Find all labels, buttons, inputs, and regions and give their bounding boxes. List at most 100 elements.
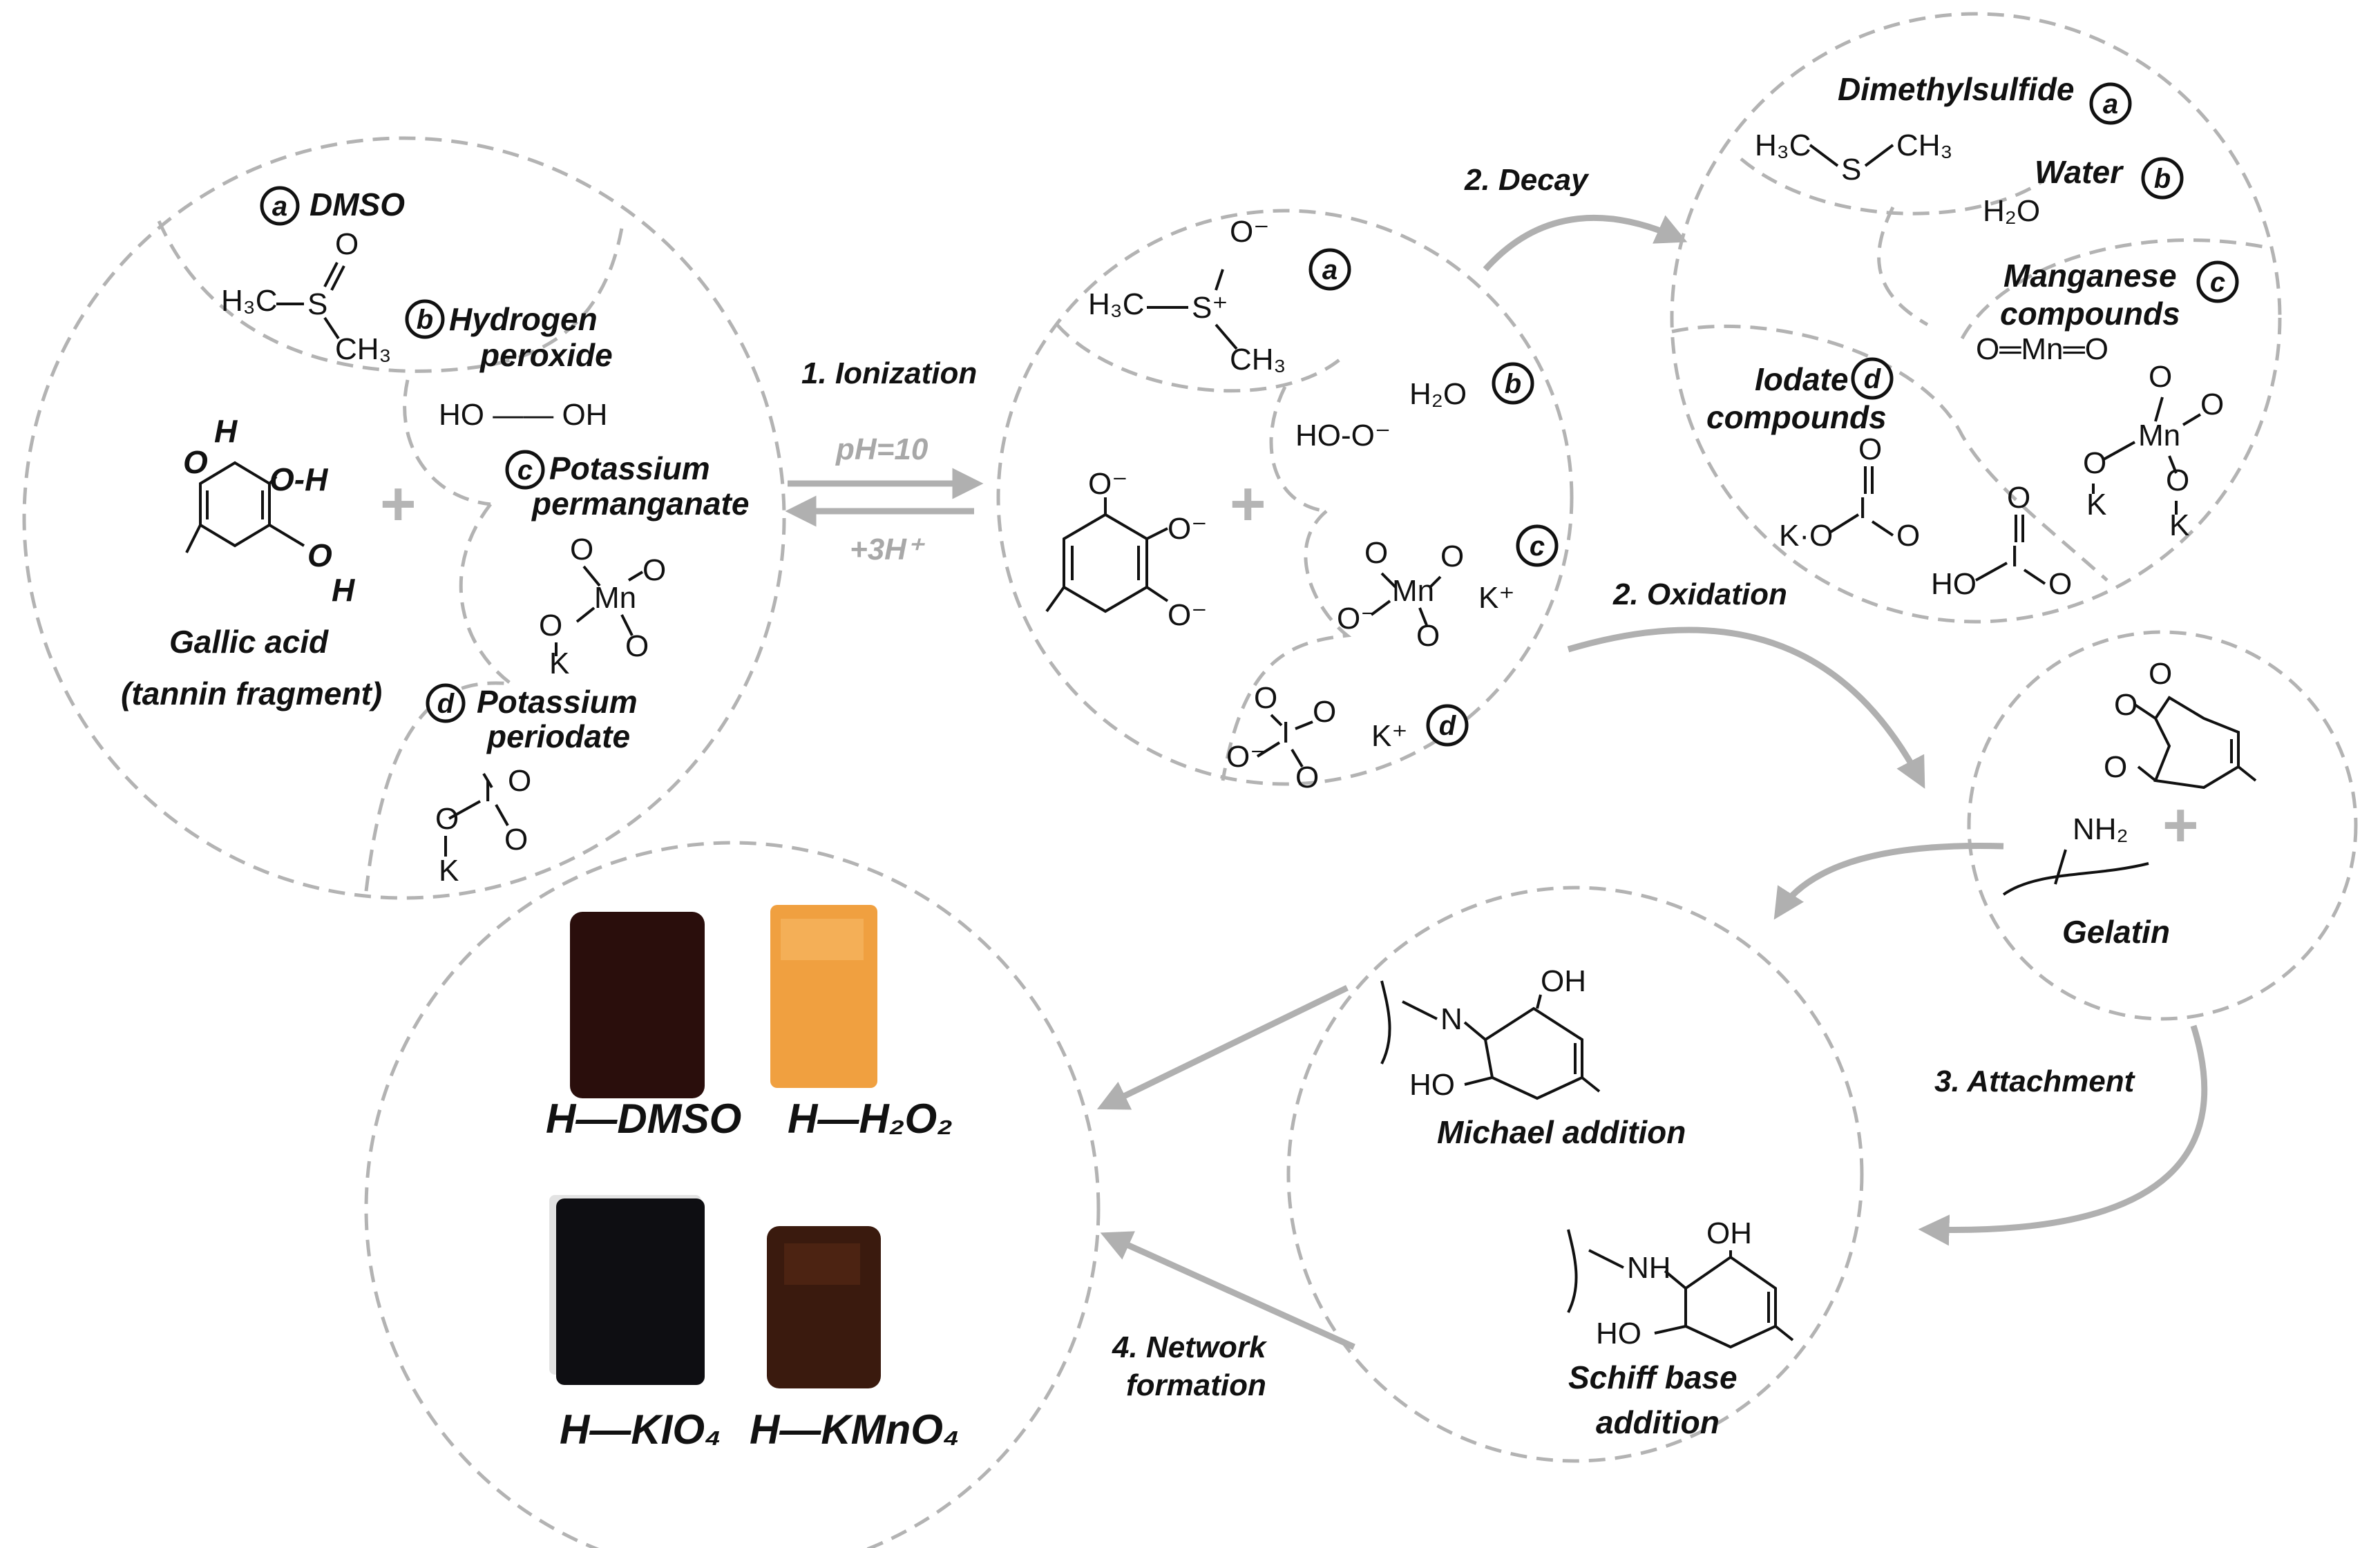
decay-h2o: H₂O <box>1983 194 2040 228</box>
ion-o-minus: O⁻ <box>1230 215 1269 249</box>
gelatin-outline <box>1967 630 2358 1021</box>
gallic-oh-mid: O-H <box>269 461 328 497</box>
dmso-h3c: H₃C <box>221 284 277 318</box>
hio3-o2: O <box>2048 567 2072 601</box>
gallic-o-top: O <box>183 444 208 480</box>
quinone-o2: O <box>2114 688 2138 722</box>
badge-a <box>260 186 300 226</box>
kio4-bonds <box>444 772 509 857</box>
iodate-label-2: compounds <box>1706 399 1887 435</box>
decay-badge-d <box>1851 357 1894 400</box>
ion-ch3: CH₃ <box>1230 343 1286 376</box>
badge-b-text: b <box>417 305 433 335</box>
ionization-label: 1. Ionization <box>801 356 977 390</box>
plus-sign-left: + <box>380 470 417 539</box>
gallic-ring <box>185 461 305 553</box>
ion-i-o3: O <box>1295 761 1319 794</box>
reagents-outline <box>22 136 786 900</box>
schiff-label-2: addition <box>1596 1404 1720 1440</box>
phenolate-o1: O⁻ <box>1088 467 1127 501</box>
dms-bonds <box>1809 144 1894 167</box>
ion-i-o-minus: O⁻ <box>1226 740 1266 774</box>
dms-h3c: H₃C <box>1755 128 1811 162</box>
oxidation-label: 2. Oxidation <box>1612 577 1787 611</box>
sample-dmso <box>570 912 705 1098</box>
dmso-double-bond <box>323 262 345 291</box>
kmno4-label-1: Potassium <box>549 450 710 486</box>
ion-mn-o2: O <box>1440 539 1464 573</box>
dmso-label: DMSO <box>310 187 405 222</box>
ion-badge-c-text: c <box>1530 531 1545 562</box>
dmso-bond-2 <box>323 316 340 340</box>
ion-s-plus: S⁺ <box>1192 291 1228 325</box>
badge-c-text: c <box>517 455 533 486</box>
ion-mn-o1: O <box>1364 536 1388 570</box>
dmso-region-divider <box>157 220 624 373</box>
sample-kmno4-highlight <box>784 1243 860 1285</box>
gelatin-circle: O O O NH₂ + Gelatin <box>1967 630 2358 1021</box>
kmno4-o2: O <box>642 553 666 587</box>
decay-arrow <box>1483 214 1688 271</box>
michael-structure <box>1380 980 1601 1100</box>
decay-badge-c <box>2196 260 2239 303</box>
decay-divider-2 <box>1877 206 1929 327</box>
gelatin-chain <box>2002 849 2149 896</box>
phenolate-o3: O⁻ <box>1168 598 1207 632</box>
ion-badge-c <box>1516 524 1559 567</box>
iodate-label-1: Iodate <box>1755 361 1848 397</box>
mn-label-2: compounds <box>2000 296 2180 332</box>
mno4-o4: O <box>2166 464 2189 497</box>
adduct-circle: OH N HO Michael addition OH NH HO Schiff… <box>1286 886 1864 1463</box>
attachment-label: 3. Attachment <box>1934 1064 2136 1098</box>
kmno4-o4: O <box>625 629 649 663</box>
gelatin-to-adduct-arrow <box>1773 843 2004 920</box>
mno2-formula: O═Mn═O <box>1976 332 2108 366</box>
ion-sc-bond <box>1215 323 1238 350</box>
kio4-label-1: Potassium <box>477 684 638 720</box>
ionized-divider-3 <box>1221 510 1352 781</box>
phenolate-o2: O⁻ <box>1168 512 1207 546</box>
schiff-ho: HO <box>1596 1317 1641 1350</box>
kio4-o3: O <box>504 823 528 857</box>
badge-d <box>426 683 466 723</box>
plus-sign-gelatin: + <box>2162 791 2199 860</box>
reagents-circle: a DMSO O H₃C S CH₃ b Hydrogen peroxide H… <box>22 136 786 900</box>
phenolate-ring <box>1045 497 1169 613</box>
ionization-step: 1. Ionization pH=10 +3H⁺ <box>785 356 984 566</box>
sample-h2o2-highlight <box>781 919 864 960</box>
gelatin-nh2: NH₂ <box>2073 812 2129 846</box>
gallic-h-top: H <box>214 413 238 449</box>
network-label-1: 4. Network <box>1112 1330 1268 1364</box>
gallic-label-1: Gallic acid <box>169 624 329 660</box>
decay-badge-c-text: c <box>2210 267 2225 298</box>
michael-label: Michael addition <box>1437 1114 1686 1150</box>
network-label-2: formation <box>1126 1368 1266 1402</box>
dms-ch3: CH₃ <box>1896 128 1952 162</box>
h-plus-label: +3H⁺ <box>850 533 925 566</box>
ion-badge-b-text: b <box>1505 369 1521 399</box>
mno4-o1: O <box>2149 360 2172 394</box>
ion-i-o1: O <box>1254 681 1277 715</box>
hio3-i: I <box>2010 539 2019 573</box>
schiff-nh: NH <box>1627 1251 1671 1285</box>
kmno4-mn: Mn <box>594 581 636 615</box>
mno4-o3: O <box>2083 446 2106 480</box>
ion-badge-d-text: d <box>1439 711 1457 741</box>
ionized-divider-1 <box>1056 323 1342 393</box>
dmso-ch3: CH₃ <box>335 332 391 366</box>
michael-oh: OH <box>1541 964 1586 998</box>
decay-divider-3 <box>1671 324 2108 582</box>
ion-mn-o3: O <box>1416 619 1440 653</box>
decay-badge-a-text: a <box>2103 89 2118 120</box>
badge-a-text: a <box>272 191 287 222</box>
ion-i-bonds <box>1256 714 1313 768</box>
hio3-ho: HO <box>1931 567 1977 601</box>
decay-badge-a <box>2089 82 2132 125</box>
attachment-arrow <box>1918 1024 2208 1246</box>
kio3-o1: O <box>1858 432 1882 466</box>
decay-label: 2. Decay <box>1464 163 1590 197</box>
hio3-o1: O <box>2007 481 2030 515</box>
dmso-o: O <box>335 227 359 261</box>
schiff-structure <box>1567 1229 1794 1349</box>
ion-k-plus: K⁺ <box>1478 581 1515 615</box>
